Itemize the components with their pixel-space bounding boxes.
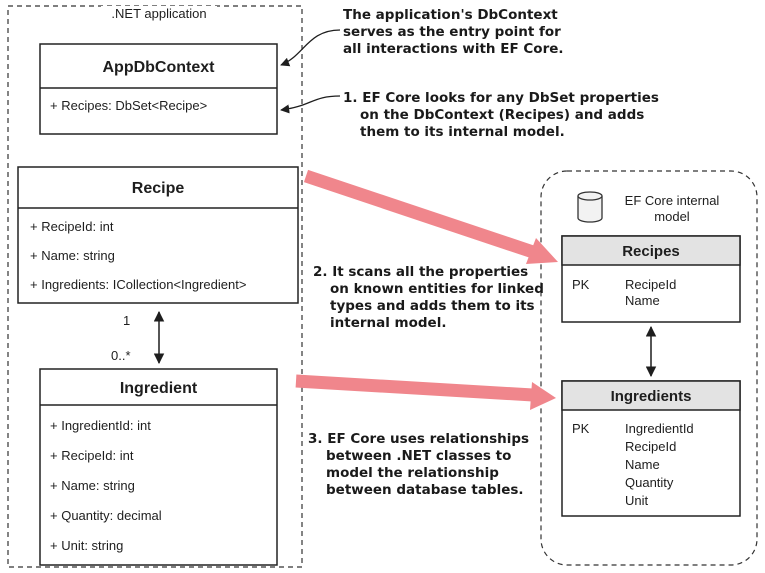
- note-line: them to its internal model.: [360, 124, 565, 140]
- dotnet-application-boundary: .NET application: [7, 5, 303, 568]
- table-column: RecipeId: [625, 439, 676, 454]
- table-column: Unit: [625, 493, 649, 508]
- table-column: Name: [625, 293, 660, 308]
- recipes-table: Recipes PK RecipeId Name: [561, 235, 741, 323]
- multiplicity-many: 0..*: [111, 348, 131, 363]
- note-line: all interactions with EF Core.: [343, 41, 564, 57]
- ingredients-table-title: Ingredients: [611, 388, 692, 405]
- note-line: 3. EF Core uses relationships: [308, 431, 529, 447]
- ingredient-member: + RecipeId: int: [50, 448, 134, 463]
- note-line: serves as the entry point for: [343, 24, 561, 40]
- table-column: Quantity: [625, 475, 674, 490]
- step1-note: 1. EF Core looks for any DbSet propertie…: [343, 90, 659, 140]
- note-line: on the DbContext (Recipes) and adds: [360, 107, 644, 123]
- table-column: IngredientId: [625, 421, 694, 436]
- primary-key-label: PK: [572, 277, 590, 292]
- note-line: 1. EF Core looks for any DbSet propertie…: [343, 90, 659, 106]
- ingredient-member: + Quantity: decimal: [50, 508, 162, 523]
- step2-note: 2. It scans all the properties on known …: [313, 264, 544, 331]
- internal-model-label: EF Core internal: [625, 193, 720, 208]
- recipes-table-title: Recipes: [622, 243, 680, 260]
- entry-point-callout-arrow: [280, 29, 341, 67]
- table-column: RecipeId: [625, 277, 676, 292]
- step3-note: 3. EF Core uses relationships between .N…: [308, 431, 529, 498]
- step1-callout-arrow: [280, 95, 341, 114]
- dotnet-application-label: .NET application: [111, 6, 206, 21]
- ingredients-table: Ingredients PK IngredientId RecipeId Nam…: [561, 380, 741, 517]
- recipe-member: + RecipeId: int: [30, 219, 114, 234]
- note-line: The application's DbContext: [343, 7, 558, 23]
- ingredient-member: + Unit: string: [50, 538, 123, 553]
- internal-model-label: model: [654, 209, 690, 224]
- note-line: types and adds them to its: [330, 298, 535, 314]
- entry-point-note: The application's DbContext serves as th…: [343, 7, 564, 57]
- appdbcontext-title: AppDbContext: [103, 59, 216, 76]
- ingredient-class: Ingredient + IngredientId: int + RecipeI…: [39, 368, 278, 566]
- recipe-ingredient-association: 1 0..*: [111, 310, 165, 365]
- note-line: on known entities for linked: [330, 281, 544, 297]
- note-line: internal model.: [330, 315, 446, 331]
- multiplicity-one: 1: [123, 313, 130, 328]
- recipe-member: + Name: string: [30, 248, 115, 263]
- appdbcontext-member: + Recipes: DbSet<Recipe>: [50, 98, 207, 113]
- recipe-member: + Ingredients: ICollection<Ingredient>: [30, 277, 246, 292]
- table-column: Name: [625, 457, 660, 472]
- recipe-title: Recipe: [132, 180, 185, 197]
- note-line: model the relationship: [326, 465, 499, 481]
- database-icon: [577, 191, 603, 223]
- ef-core-internal-model: EF Core internal model Recipes PK Recipe…: [540, 170, 758, 566]
- note-line: 2. It scans all the properties: [313, 264, 528, 280]
- primary-key-label: PK: [572, 421, 590, 436]
- appdbcontext-class: AppDbContext + Recipes: DbSet<Recipe>: [39, 43, 278, 135]
- ingredient-to-ingredients-arrow: [295, 374, 556, 410]
- recipe-to-recipes-arrow: [303, 169, 558, 264]
- ingredient-member: + Name: string: [50, 478, 135, 493]
- ingredient-member: + IngredientId: int: [50, 418, 151, 433]
- note-line: between database tables.: [326, 482, 524, 498]
- ingredient-title: Ingredient: [120, 380, 198, 397]
- recipe-class: Recipe + RecipeId: int + Name: string + …: [17, 166, 299, 304]
- note-line: between .NET classes to: [326, 448, 511, 464]
